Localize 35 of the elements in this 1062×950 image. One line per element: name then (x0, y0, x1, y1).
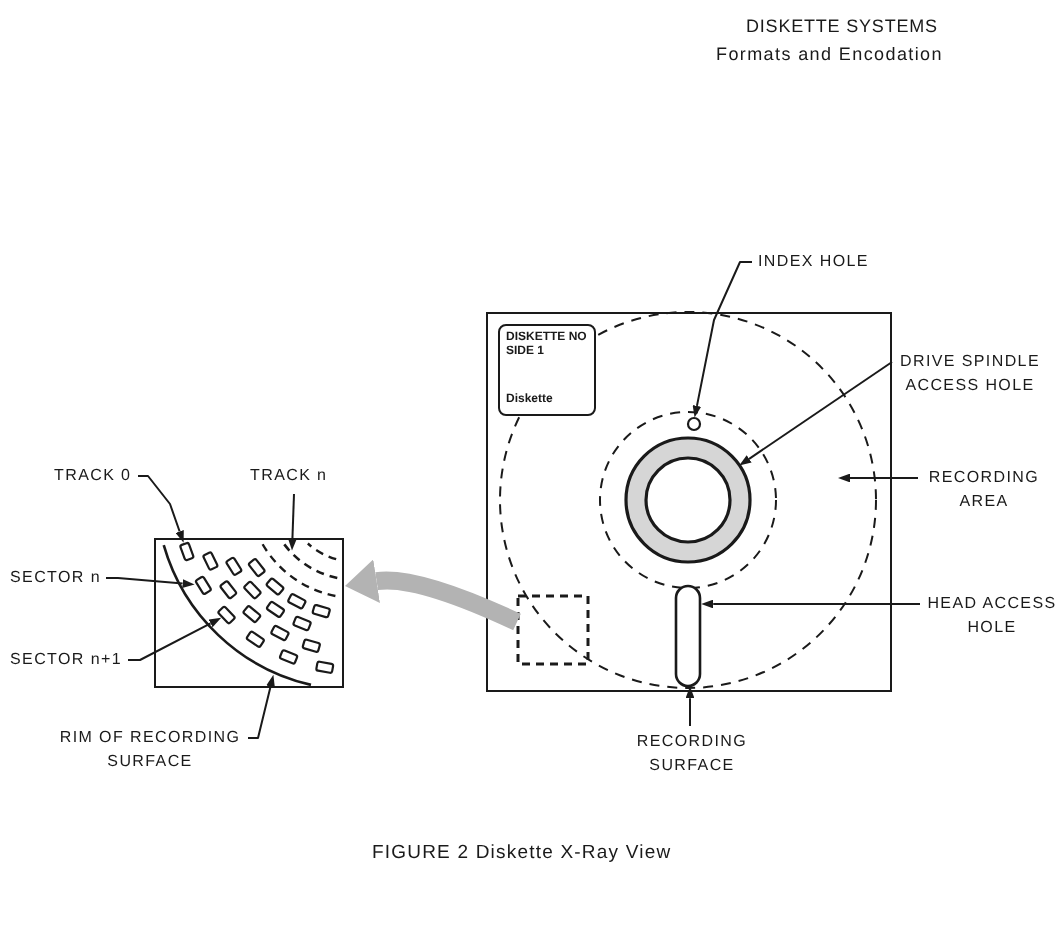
callout-label: TRACK n (250, 464, 328, 488)
leader-line (288, 493, 297, 551)
rim-arc (161, 540, 311, 686)
diskette-label (498, 324, 596, 416)
leader-line (838, 473, 919, 483)
leader-line (701, 599, 921, 609)
callout-label: RIM OF RECORDING SURFACE (52, 726, 248, 774)
magnified-region-marker (516, 594, 590, 666)
sector-block (215, 604, 236, 624)
magnify-arrow (344, 559, 521, 631)
sector-block (193, 574, 212, 595)
leader-line (127, 617, 222, 661)
leader-line (247, 674, 275, 739)
leader-line (739, 361, 893, 466)
figure-caption: FIGURE 2 Diskette X-Ray View (372, 842, 672, 864)
header-text: Formats and Encodation (716, 44, 943, 64)
sector-block (177, 540, 194, 561)
callout-label: INDEX HOLE (758, 250, 869, 274)
callout-label: DRIVE SPINDLE ACCESS HOLE (894, 350, 1046, 398)
callout-label: SECTOR n+1 (10, 648, 122, 672)
leader-line (692, 261, 753, 418)
track-arc (282, 542, 337, 579)
callout-label: TRACK 0 (54, 464, 132, 488)
callout-label: HEAD ACCESS HOLE (924, 592, 1060, 640)
header-text: DISKETTE SYSTEMS (746, 16, 938, 36)
leader-line (105, 577, 195, 588)
magnified-view-frame (154, 538, 344, 688)
callout-label: RECORDING AREA (922, 466, 1046, 514)
index-hole (686, 416, 701, 431)
leader-line (685, 686, 695, 727)
spindle-hole (624, 436, 752, 564)
head-access-slot (674, 584, 701, 687)
leader-line (137, 475, 184, 543)
callout-label: RECORDING SURFACE (632, 730, 752, 778)
callout-label: SECTOR n (10, 566, 101, 590)
